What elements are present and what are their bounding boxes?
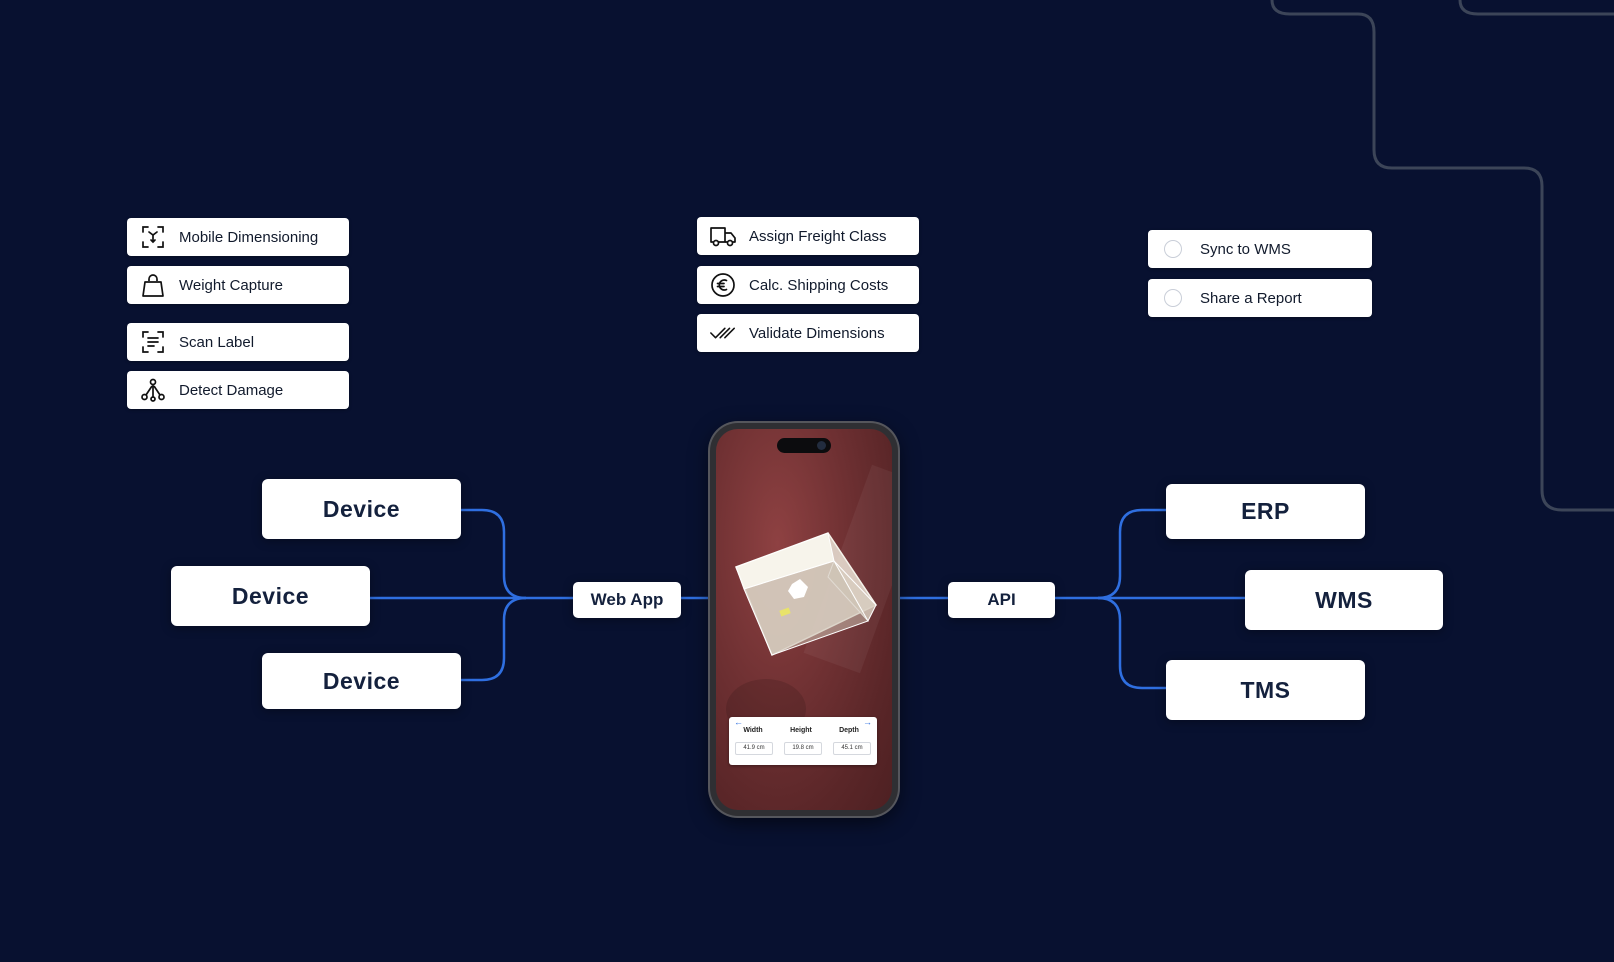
dim-header-depth: Depth bbox=[827, 727, 871, 734]
dynamic-island bbox=[777, 438, 831, 453]
node-label: Device bbox=[232, 583, 309, 610]
feature-label: Weight Capture bbox=[179, 277, 283, 294]
node-label: Device bbox=[323, 496, 400, 523]
feature-label: Mobile Dimensioning bbox=[179, 229, 318, 246]
feature-label: Calc. Shipping Costs bbox=[749, 277, 888, 294]
node-label: Web App bbox=[591, 590, 664, 610]
action-label: Sync to WMS bbox=[1200, 241, 1291, 258]
feature-assign-freight-class[interactable]: Assign Freight Class bbox=[697, 217, 919, 255]
weight-icon bbox=[139, 271, 167, 299]
erp-node[interactable]: ERP bbox=[1166, 484, 1365, 539]
feature-scan-label[interactable]: Scan Label bbox=[127, 323, 349, 361]
euro-icon bbox=[709, 271, 737, 299]
dim-value-height[interactable]: 19.8 cm bbox=[784, 742, 822, 755]
dimension-scan-icon bbox=[139, 223, 167, 251]
node-label: ERP bbox=[1241, 498, 1290, 525]
phone-mockup: ← → Width Height Depth 41.9 cm 19.8 cm 4… bbox=[710, 423, 898, 816]
action-sync-to-wms[interactable]: Sync to WMS bbox=[1148, 230, 1372, 268]
truck-icon bbox=[709, 222, 737, 250]
wms-node[interactable]: WMS bbox=[1245, 570, 1443, 630]
double-check-icon bbox=[709, 319, 737, 347]
feature-calc-shipping-costs[interactable]: Calc. Shipping Costs bbox=[697, 266, 919, 304]
feature-weight-capture[interactable]: Weight Capture bbox=[127, 266, 349, 304]
feature-label: Assign Freight Class bbox=[749, 228, 887, 245]
device-node-3[interactable]: Device bbox=[262, 653, 461, 709]
feature-validate-dimensions[interactable]: Validate Dimensions bbox=[697, 314, 919, 352]
node-label: TMS bbox=[1240, 677, 1290, 704]
dim-header-height: Height bbox=[779, 727, 823, 734]
dim-value-depth[interactable]: 45.1 cm bbox=[833, 742, 871, 755]
device-node-1[interactable]: Device bbox=[262, 479, 461, 539]
dim-value-width[interactable]: 41.9 cm bbox=[735, 742, 773, 755]
phone-screen: ← → Width Height Depth 41.9 cm 19.8 cm 4… bbox=[716, 429, 892, 810]
api-node[interactable]: API bbox=[948, 582, 1055, 618]
feature-label: Detect Damage bbox=[179, 382, 283, 399]
node-label: WMS bbox=[1315, 587, 1373, 614]
decor-line-2 bbox=[1460, 0, 1614, 14]
action-label: Share a Report bbox=[1200, 290, 1302, 307]
ar-box-overlay bbox=[730, 529, 880, 679]
radio-icon[interactable] bbox=[1164, 240, 1182, 258]
scan-label-icon bbox=[139, 328, 167, 356]
tms-node[interactable]: TMS bbox=[1166, 660, 1365, 720]
damage-detect-icon bbox=[139, 376, 167, 404]
feature-mobile-dimensioning[interactable]: Mobile Dimensioning bbox=[127, 218, 349, 256]
node-label: API bbox=[987, 590, 1015, 610]
action-share-report[interactable]: Share a Report bbox=[1148, 279, 1372, 317]
back-arrow-icon[interactable]: ← bbox=[734, 717, 743, 727]
feature-label: Validate Dimensions bbox=[749, 325, 885, 342]
dimension-panel: ← → Width Height Depth 41.9 cm 19.8 cm 4… bbox=[729, 717, 877, 765]
dim-header-width: Width bbox=[731, 727, 775, 734]
node-label: Device bbox=[323, 668, 400, 695]
web-app-node[interactable]: Web App bbox=[573, 582, 681, 618]
radio-icon[interactable] bbox=[1164, 289, 1182, 307]
device-node-2[interactable]: Device bbox=[171, 566, 370, 626]
feature-detect-damage[interactable]: Detect Damage bbox=[127, 371, 349, 409]
forward-arrow-icon[interactable]: → bbox=[863, 717, 872, 727]
feature-label: Scan Label bbox=[179, 334, 254, 351]
